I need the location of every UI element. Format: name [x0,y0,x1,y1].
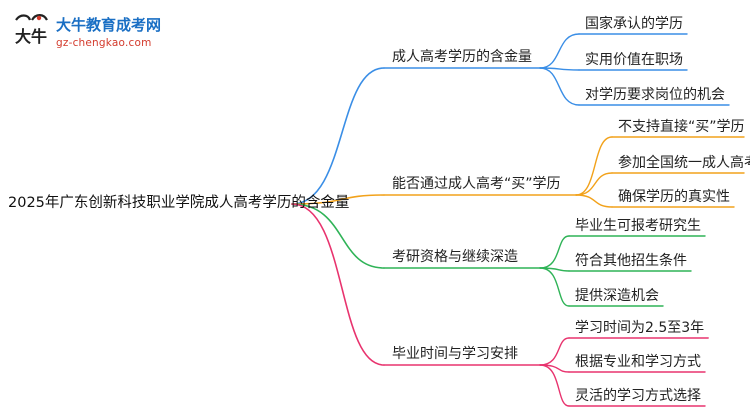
leaf-connector [539,364,570,407]
leaf-topic: 灵活的学习方式选择 [575,388,701,404]
leaf-connector [539,337,570,366]
leaf-connector [539,267,570,307]
leaf-topic: 实用价值在职场 [585,52,683,68]
leaf-topic: 参加全国统一成人高考 [618,155,750,171]
leaf-topic: 符合其他招生条件 [575,253,687,269]
leaf-topic: 毕业生可报考研究生 [575,218,701,234]
branch-topic-buy: 能否通过成人高考“买”学历 [392,176,561,192]
branch-connector [291,203,385,366]
branch-connector [291,67,385,205]
leaf-connector [575,194,613,208]
leaf-topic: 不支持直接“买”学历 [618,119,745,135]
leaf-connector [539,33,580,69]
branch-connector [291,203,385,269]
logo-url: gz-chengkao.com [56,37,152,49]
logo-name: 大牛教育成考网 [56,16,162,34]
leaf-connector [539,235,570,269]
leaf-connector [575,172,613,196]
branch-topic-postgrad: 考研资格与继续深造 [392,249,518,265]
site-logo[interactable]: 大牛 大牛教育成考网 gz-chengkao.com [10,8,180,54]
branch-topic-schedule: 毕业时间与学习安排 [392,346,518,362]
leaf-topic: 国家承认的学历 [585,16,683,32]
leaf-connector [575,136,613,196]
logo-mark-text: 大牛 [15,27,47,46]
leaf-topic: 学习时间为2.5至3年 [575,320,705,336]
leaf-connector [539,67,580,106]
root-topic: 2025年广东创新科技职业学院成人高考学历的含金量 [8,195,350,211]
bull-logo-icon: 大牛 [15,14,48,46]
leaf-topic: 对学历要求岗位的机会 [585,87,725,103]
branch-topic-value: 成人高考学历的含金量 [392,49,532,65]
leaf-topic: 确保学历的真实性 [618,189,730,205]
branch-connector [291,194,385,205]
leaf-topic: 提供深造机会 [575,288,659,304]
leaf-topic: 根据专业和学习方式 [575,354,701,370]
